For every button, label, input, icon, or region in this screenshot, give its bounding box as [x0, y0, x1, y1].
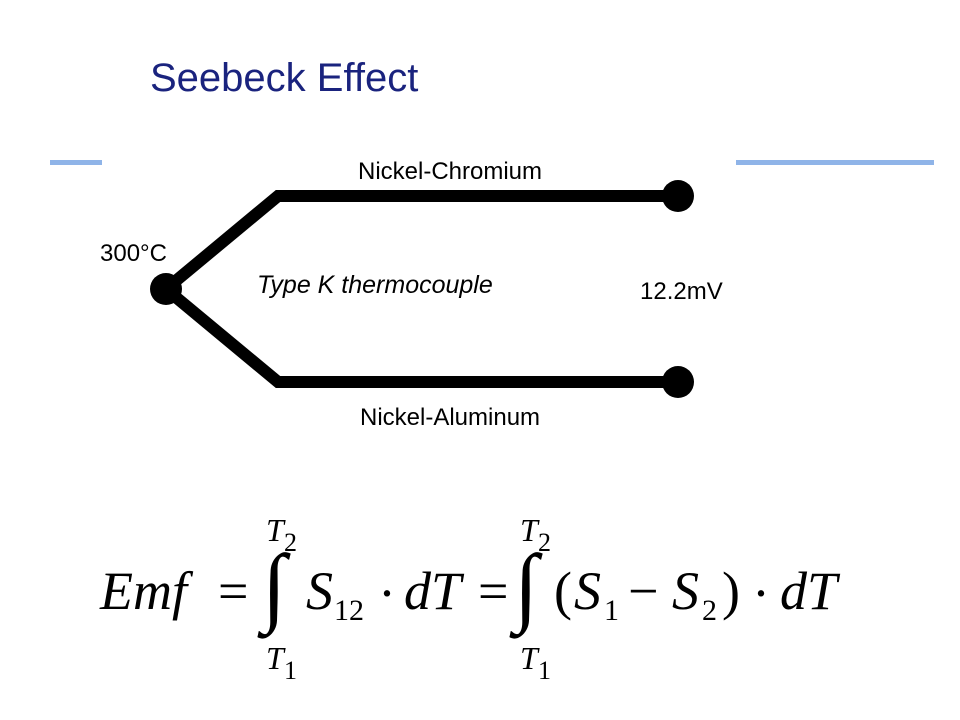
eq-integral-1: ∫	[262, 538, 287, 635]
eq-dT-1: dT	[404, 561, 462, 621]
eq-open-paren: (	[554, 561, 572, 621]
eq-term1: S	[306, 561, 333, 621]
eq-upper-limit-2: T	[520, 512, 538, 548]
eq-dot-1: ·	[378, 563, 396, 623]
wire-bottom-label: Nickel-Aluminum	[360, 404, 541, 431]
divider-rule-left	[50, 160, 102, 165]
eq-equals-2: =	[478, 561, 509, 621]
eq-lower-limit-2: T	[520, 640, 538, 676]
eq-lower-limit-1: T	[266, 640, 284, 676]
terminal-bottom	[662, 366, 694, 398]
eq-upper-limit-sub-2: 2	[538, 528, 551, 557]
wire-nickel-chromium	[162, 190, 678, 294]
wire-nickel-aluminum	[162, 284, 678, 388]
output-voltage-label: 12.2mV	[640, 278, 723, 305]
eq-s2-sub: 2	[702, 594, 717, 627]
eq-close-paren: )	[722, 561, 740, 621]
terminal-top	[662, 180, 694, 212]
eq-minus: −	[628, 561, 659, 621]
eq-upper-limit-sub-1: 2	[284, 528, 297, 557]
eq-s2: S	[672, 561, 699, 621]
eq-dT-2: dT	[780, 561, 838, 621]
junction-temperature-label: 300°C	[100, 240, 167, 267]
eq-lower-limit-sub-1: 1	[284, 656, 297, 685]
eq-dot-2: ·	[752, 563, 770, 623]
eq-upper-limit-1: T	[266, 512, 284, 548]
wire-top-label: Nickel-Chromium	[358, 158, 543, 185]
slide-title: Seebeck Effect	[150, 56, 419, 100]
eq-lower-limit-sub-2: 1	[538, 656, 551, 685]
eq-term1-sub: 12	[334, 594, 364, 627]
eq-lhs: Emf	[100, 561, 187, 621]
eq-s1: S	[574, 561, 601, 621]
hot-junction	[150, 273, 182, 305]
eq-equals-1: =	[218, 561, 249, 621]
divider-rule-right	[736, 160, 934, 165]
eq-s1-sub: 1	[604, 594, 619, 627]
eq-integral-2: ∫	[514, 538, 539, 635]
thermocouple-type-label: Type K thermocouple	[257, 271, 493, 299]
